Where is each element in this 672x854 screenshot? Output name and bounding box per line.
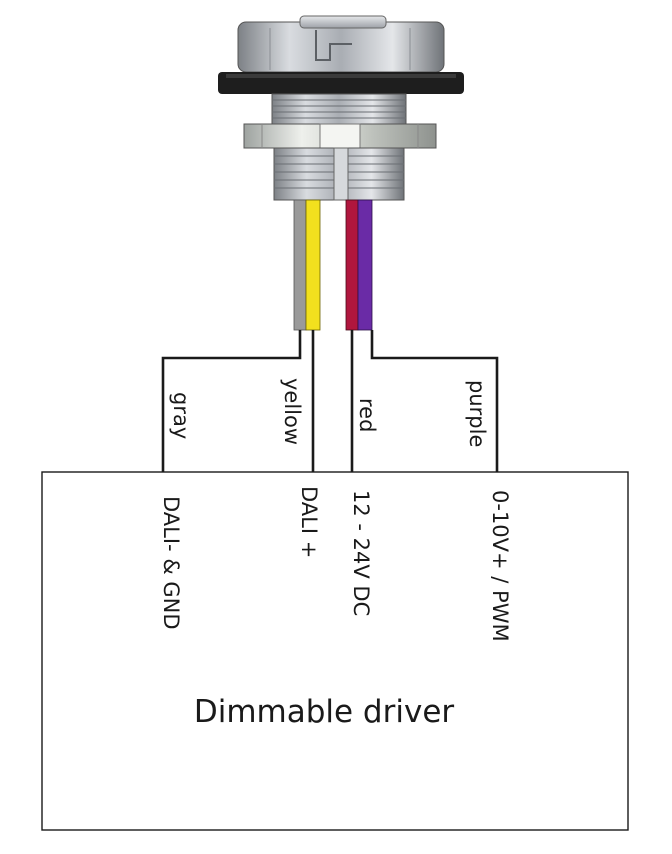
wire-lines [161, 330, 499, 472]
connector-illustration [218, 15, 464, 201]
wire-stub-red [345, 199, 359, 331]
wire-stub-purple [357, 199, 373, 331]
connector-cap [237, 15, 445, 73]
wire-label-gray: gray [169, 392, 193, 439]
terminal-label-dimming: 0-10V+ / PWM [488, 490, 512, 642]
driver-title: Dimmable driver [194, 694, 455, 730]
connector-nut [243, 123, 437, 149]
terminal-label-dali-plus: DALI + [297, 486, 321, 558]
wire-stub-yellow [305, 199, 321, 331]
wire-labels: gray yellow red purple [169, 378, 489, 447]
terminal-labels: DALI- & GND DALI + 12 - 24V DC 0-10V+ / … [159, 486, 512, 642]
terminal-label-power: 12 - 24V DC [349, 490, 373, 616]
terminal-label-dali-minus-gnd: DALI- & GND [159, 496, 183, 630]
connector-thread-upper [271, 93, 407, 125]
wire-stub-gray [293, 199, 307, 331]
connector-thread-lower [273, 147, 405, 201]
driver-box [41, 471, 629, 831]
wire-line-gray [161, 330, 302, 472]
connector-flange [218, 72, 464, 94]
wire-label-yellow: yellow [280, 378, 304, 445]
wire-label-purple: purple [465, 380, 489, 447]
wire-stubs [293, 199, 373, 331]
wire-line-purple [370, 330, 499, 472]
wire-label-red: red [355, 398, 379, 432]
